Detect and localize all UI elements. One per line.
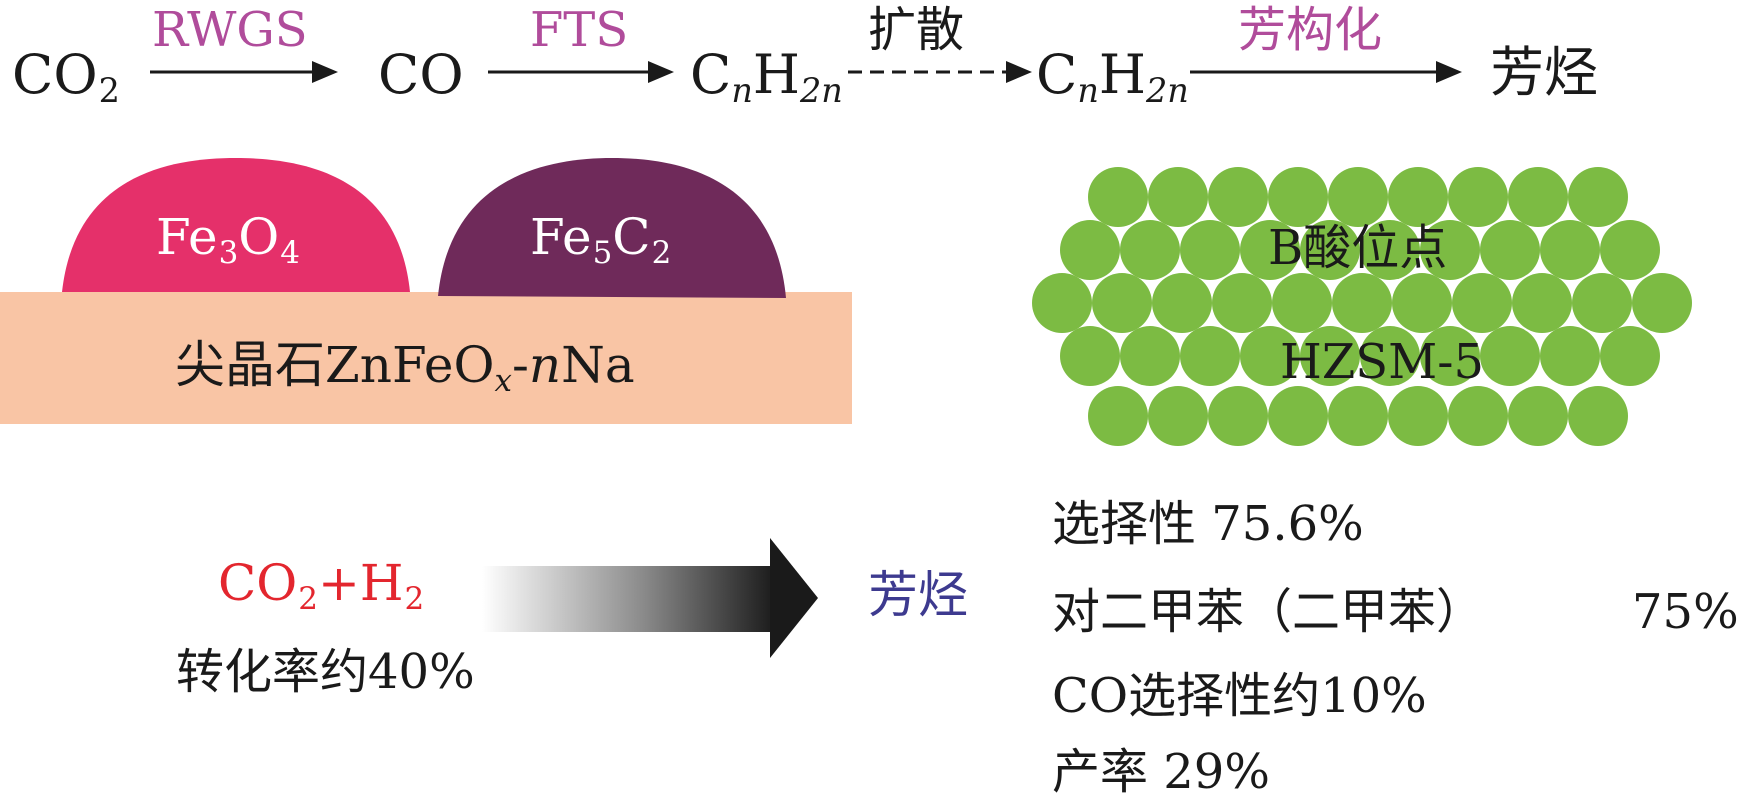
conversion-arrow [482, 538, 818, 658]
zeolite-ball [1300, 326, 1360, 386]
species-co: CO [378, 43, 464, 106]
zeolite-ball [1208, 386, 1268, 446]
zeolite-ball [1208, 167, 1268, 227]
zeolite-ball [1420, 220, 1480, 280]
zeolite-ball [1332, 273, 1392, 333]
zeolite-ball [1152, 273, 1212, 333]
species-aromatics: 芳烃 [1490, 41, 1598, 104]
zeolite-ball [1120, 220, 1180, 280]
zeolite-ball [1092, 273, 1152, 333]
step-label-aromatization: 芳构化 [1238, 2, 1383, 58]
step-label-diffusion: 扩散 [868, 2, 965, 58]
zeolite-ball [1540, 326, 1600, 386]
fe5c2-label: Fe5C2 [530, 208, 672, 271]
species-olefin-b: CnH2n [1036, 43, 1189, 111]
zeolite-ball [1448, 386, 1508, 446]
zeolite-ball [1360, 326, 1420, 386]
zeolite-ball [1480, 326, 1540, 386]
zeolite-ball [1392, 273, 1452, 333]
zeolite-ball [1512, 273, 1572, 333]
zeolite-ball [1240, 220, 1300, 280]
result-co-selectivity: CO选择性约10% [1052, 668, 1427, 724]
zeolite-ball [1360, 220, 1420, 280]
result-pxylene-value: 75% [1632, 584, 1739, 640]
zeolite-ball [1600, 220, 1660, 280]
zeolite-ball [1180, 220, 1240, 280]
zeolite-ball [1388, 386, 1448, 446]
zeolite-ball [1600, 326, 1660, 386]
zeolite-ball [1508, 167, 1568, 227]
zeolite-ball [1148, 167, 1208, 227]
zeolite-ball [1568, 167, 1628, 227]
conversion-label: 转化率约40% [176, 644, 475, 700]
zeolite-ball [1180, 326, 1240, 386]
zeolite-ball [1268, 386, 1328, 446]
fe3o4-label: Fe3O4 [156, 208, 301, 271]
zeolite-ball [1632, 273, 1692, 333]
result-yield: 产率 29% [1052, 744, 1270, 800]
zeolite-ball [1480, 220, 1540, 280]
species-co2: CO2 [12, 43, 120, 111]
zeolite-ball [1240, 326, 1300, 386]
arrow-diffusion [848, 61, 1032, 83]
zeolite-ball [1508, 386, 1568, 446]
hzsm5-particle-cluster [1032, 167, 1692, 446]
zeolite-ball [1540, 220, 1600, 280]
feed-label: CO2+H2 [218, 554, 425, 617]
arrow-fts [488, 61, 674, 83]
spinel-support [0, 292, 852, 424]
result-pxylene-label: 对二甲苯（二甲苯） [1052, 584, 1485, 640]
zeolite-name-label: HZSM-5 [1280, 334, 1484, 390]
zeolite-ball [1032, 273, 1092, 333]
zeolite-ball [1212, 273, 1272, 333]
fe3o4-particle [62, 158, 410, 292]
zeolite-ball [1572, 273, 1632, 333]
zeolite-ball [1120, 326, 1180, 386]
zeolite-ball [1420, 326, 1480, 386]
zeolite-ball [1268, 167, 1328, 227]
step-label-rwgs: RWGS [152, 2, 308, 58]
result-selectivity: 选择性 75.6% [1052, 496, 1364, 552]
zeolite-ball [1452, 273, 1512, 333]
species-olefin-a: CnH2n [690, 43, 843, 111]
zeolite-ball [1568, 386, 1628, 446]
arrow-aromatization [1190, 61, 1462, 83]
zeolite-ball [1060, 220, 1120, 280]
zeolite-ball [1272, 273, 1332, 333]
zeolite-ball [1328, 167, 1388, 227]
acid-site-label: B酸位点 [1268, 220, 1448, 276]
zeolite-ball [1448, 167, 1508, 227]
zeolite-ball [1148, 386, 1208, 446]
support-label: 尖晶石ZnFeOx-nNa [175, 336, 635, 399]
zeolite-ball [1300, 220, 1360, 280]
fe5c2-particle [438, 158, 786, 298]
zeolite-ball [1328, 386, 1388, 446]
arrow-rwgs [150, 61, 338, 83]
zeolite-ball [1388, 167, 1448, 227]
product-label: 芳烃 [868, 566, 968, 624]
zeolite-ball [1088, 167, 1148, 227]
step-label-fts: FTS [530, 2, 629, 58]
zeolite-ball [1088, 386, 1148, 446]
zeolite-ball [1060, 326, 1120, 386]
